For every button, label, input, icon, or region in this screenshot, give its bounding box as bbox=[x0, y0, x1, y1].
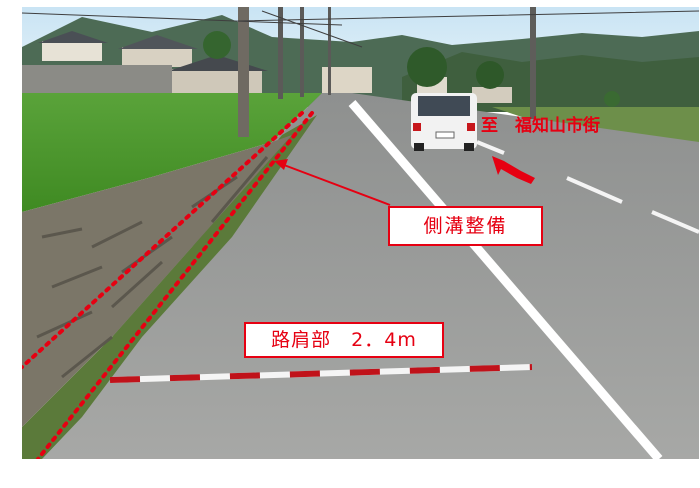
center-dash bbox=[476, 140, 505, 155]
tree bbox=[604, 91, 620, 107]
building bbox=[122, 47, 192, 67]
utility-pole bbox=[530, 7, 536, 119]
white-car bbox=[411, 93, 477, 151]
road-edge-line bbox=[348, 100, 663, 459]
road-photo: 至 福知山市街 bbox=[22, 7, 699, 459]
road-scene-image bbox=[22, 7, 699, 459]
tree bbox=[203, 31, 231, 59]
utility-pole bbox=[278, 7, 283, 99]
side-ditch-callout: 側溝整備 bbox=[388, 206, 543, 246]
power-lines bbox=[22, 10, 699, 48]
utility-pole bbox=[328, 7, 331, 95]
utility-pole bbox=[300, 7, 304, 97]
roof bbox=[38, 31, 108, 43]
center-dash bbox=[651, 210, 699, 234]
roof bbox=[118, 35, 198, 49]
tree bbox=[476, 61, 504, 89]
road-surface bbox=[32, 93, 699, 459]
shoulder-boundary-dotted-line bbox=[36, 111, 314, 459]
tree bbox=[407, 47, 447, 87]
building bbox=[472, 87, 512, 103]
wall bbox=[22, 65, 172, 95]
utility-pole bbox=[238, 7, 249, 137]
ditch-pointer-arrow bbox=[283, 164, 391, 206]
building bbox=[42, 41, 102, 61]
direction-arrow bbox=[492, 156, 535, 184]
shoulder-width-callout: 路肩部 2．4m bbox=[244, 322, 444, 358]
direction-label: 至 福知山市街 bbox=[481, 116, 600, 136]
center-dash bbox=[566, 176, 623, 204]
